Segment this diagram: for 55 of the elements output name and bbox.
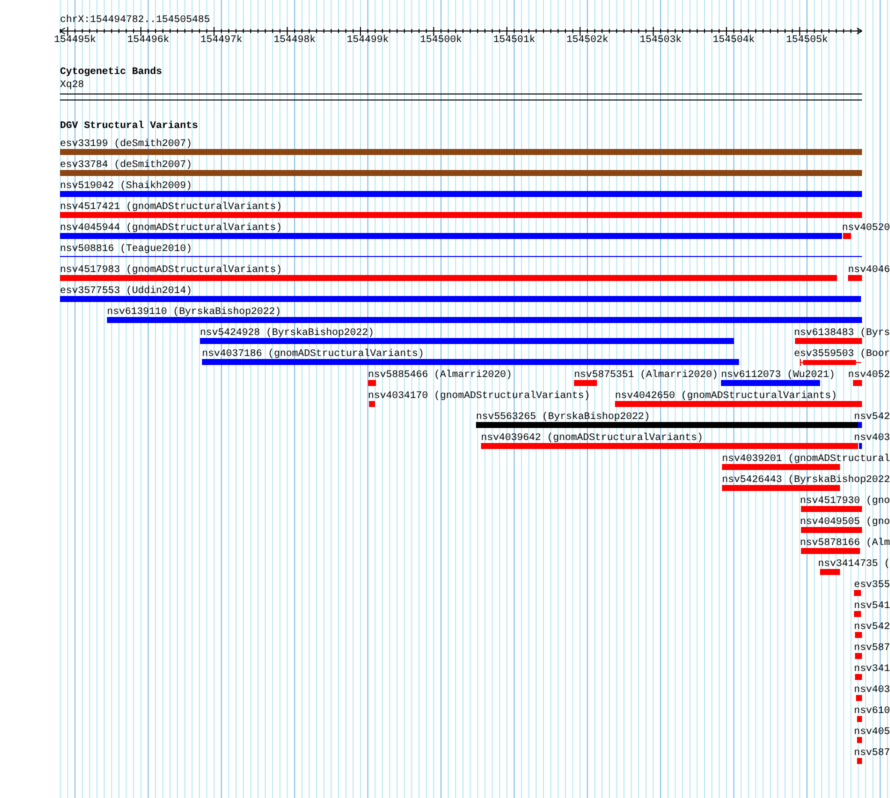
tick-label: 154498k [274,36,316,46]
feature-label: nsv405 [854,728,890,738]
feature-label: nsv587 [854,749,890,759]
feature-label: nsv5885466 (Almarri2020) [368,371,512,381]
track-title: Cytogenetic Bands [60,68,162,78]
feature-label: esv33199 (deSmith2007) [60,140,192,150]
tick-label: 154505k [786,36,828,46]
feature-label: nsv6139110 (ByrskaBishop2022) [107,308,282,318]
feature-label: nsv341 [854,665,890,675]
feature-label: nsv403 [854,434,890,444]
feature-label: nsv4037186 (gnomADStructuralVariants) [202,350,424,360]
feature-label: esv3577553 (Uddin2014) [60,287,192,297]
feature-label: nsv6112073 (Wu2021) [721,371,836,381]
tick-label: 154495k [54,36,96,46]
tick-label: 154497k [200,36,242,46]
ruler-label: chrX:154494782..154505485 [60,16,210,26]
feature-label: nsv5878166 (Alm [800,539,890,549]
feature-label: nsv587 [854,644,890,654]
feature-label: nsv5426443 (ByrskaBishop2022 [722,476,890,486]
feature-label: nsv4517983 (gnomADStructuralVariants) [60,266,282,276]
feature-label: nsv508816 (Teague2010) [60,245,192,255]
feature-label: nsv3414735 ( [818,560,890,570]
track-title: DGV Structural Variants [60,122,198,132]
feature-label: nsv4042650 (gnomADStructuralVariants) [615,392,838,402]
feature-label: nsv4517930 (gno [800,497,890,507]
tick-label: 154500k [420,36,462,46]
feature-label: esv3559503 (Boor [794,350,890,360]
feature-label: nsv4052 [848,371,890,381]
feature-label: nsv519042 (Shaikh2009) [60,182,192,192]
tick-label: 154504k [712,36,755,46]
feature-label: esv33784 (deSmith2007) [60,161,192,171]
feature-label: esv355 [854,581,890,591]
feature-label: nsv4049505 (gno [800,518,890,528]
feature-label: nsv542 [854,413,890,423]
feature-label: nsv6138483 (Byrs [794,329,890,339]
tick-label: 154496k [127,36,170,46]
feature-label: nsv5424928 (ByrskaBishop2022) [200,329,374,339]
tick-label: 154501k [493,36,536,46]
tick-label: 154503k [640,36,682,46]
feature-label: nsv4034170 (gnomADStructuralVariants) [368,392,590,402]
feature-label: nsv4046 [848,266,890,276]
feature-label: nsv542 [854,623,890,633]
feature-label: nsv5563265 (ByrskaBishop2022) [476,413,650,423]
feature-label: nsv541 [854,602,890,612]
feature-label: nsv403 [854,686,890,696]
tick-label: 154502k [566,36,608,46]
ruler-label: Xq28 [60,81,84,91]
feature-label: nsv5875351 (Almarri2020) [574,371,718,381]
feature-label: nsv4039201 (gnomADStructural [722,455,890,465]
feature-label: nsv4045944 (gnomADStructuralVariants) [60,224,282,234]
feature-label: nsv610 [854,707,890,717]
feature-label: nsv40520 [842,224,890,234]
feature-label: nsv4517421 (gnomADStructuralVariants) [60,203,282,213]
feature-label: nsv4039642 (gnomADStructuralVariants) [481,434,704,444]
tick-label: 154499k [346,36,389,46]
